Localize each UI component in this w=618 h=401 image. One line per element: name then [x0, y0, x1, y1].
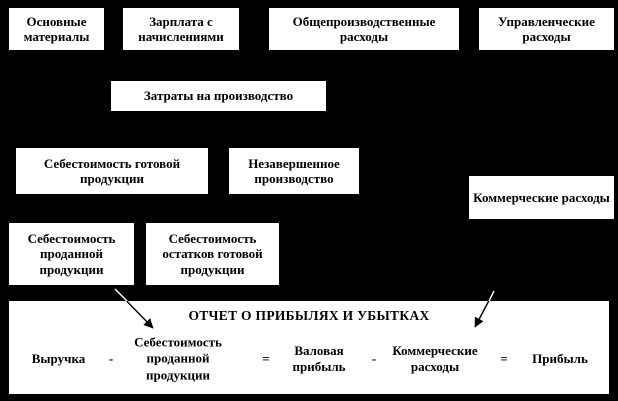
formula-equals-operator: = — [262, 350, 270, 366]
box-cost-of-goods-sold: Себестоимость проданной продукции — [9, 223, 134, 285]
formula-minus-operator-2: - — [371, 350, 377, 366]
formula-revenue: Выручка — [31, 350, 86, 366]
box-basic-materials: Основные материалы — [9, 8, 104, 50]
formula-cost-of-goods-sold: Себестоимость проданной продукции — [134, 334, 222, 383]
box-production-costs: Затраты на производство — [111, 81, 326, 111]
formula-gross-profit: Валовая прибыль — [292, 342, 346, 374]
box-overhead-expenses: Общепроизводственные расходы — [269, 8, 459, 50]
box-management-expenses: Управленческие расходы — [479, 8, 614, 50]
box-finished-goods-cost: Себестоимость готовой продукции — [16, 148, 208, 194]
profit-loss-report: ОТЧЕТ О ПРИБЫЛЯХ И УБЫТКАХ Выручка - Себ… — [9, 301, 609, 394]
box-commercial-expenses: Коммерческие расходы — [469, 176, 614, 219]
box-remaining-goods-cost: Себестоимость остатков готовой продукции — [146, 223, 279, 285]
formula-equals-operator-2: = — [500, 350, 508, 366]
formula-commercial-expenses: Коммерческие расходы — [392, 342, 478, 374]
formula-minus-operator: - — [108, 350, 114, 366]
box-work-in-progress: Незавершенное производство — [229, 148, 359, 194]
report-title: ОТЧЕТ О ПРИБЫЛЯХ И УБЫТКАХ — [188, 308, 430, 323]
box-salary-with-charges: Зарплата с начислениями — [123, 8, 239, 50]
formula-profit: Прибыль — [532, 350, 588, 366]
